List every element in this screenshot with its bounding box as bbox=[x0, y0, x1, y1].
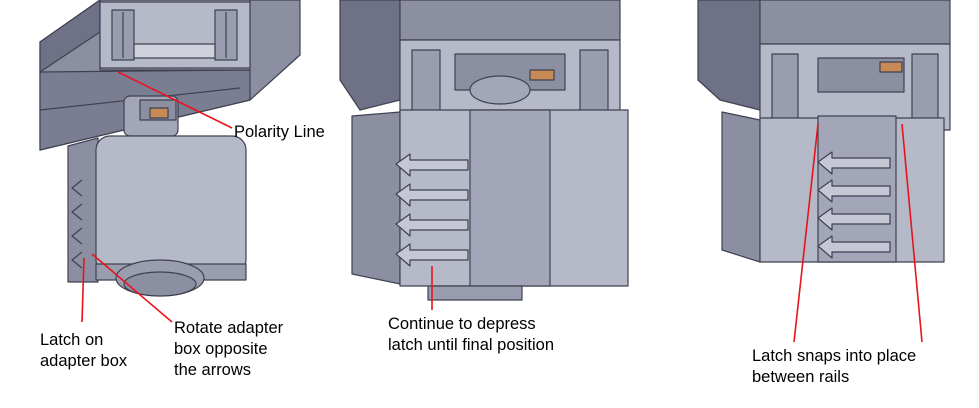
label-line: latch until final position bbox=[388, 336, 555, 354]
label-line: box opposite bbox=[174, 340, 268, 358]
label-rotate-adapter: Rotate adapter box opposite the arrows bbox=[174, 318, 283, 381]
label-latch-snaps: Latch snaps into place between rails bbox=[752, 346, 916, 388]
leader-rotate bbox=[91, 253, 173, 323]
track-rail-3 bbox=[697, 0, 951, 131]
track-rail-2 bbox=[339, 0, 621, 125]
panel-2-depress-latch bbox=[339, 0, 629, 301]
adapter-box-3 bbox=[721, 111, 945, 263]
adapter-stem-1 bbox=[123, 95, 179, 137]
label-line: Latch on bbox=[40, 331, 104, 349]
leader-snaps-left bbox=[793, 123, 819, 343]
label-line: between rails bbox=[752, 368, 850, 386]
panel-3-latch-snaps bbox=[697, 0, 951, 263]
adapter-box-1 bbox=[67, 135, 247, 297]
label-line: adapter box bbox=[40, 352, 128, 370]
label-line: the arrows bbox=[174, 361, 252, 379]
leader-polarity bbox=[117, 71, 233, 129]
track-rail-1 bbox=[39, 0, 301, 151]
label-polarity-line: Polarity Line bbox=[234, 122, 325, 143]
label-line: Polarity Line bbox=[234, 123, 325, 141]
label-line: Rotate adapter bbox=[174, 319, 284, 337]
label-line: Continue to depress bbox=[388, 315, 536, 333]
panel-1-rotate-adapter bbox=[39, 0, 301, 297]
leader-latch bbox=[81, 257, 85, 323]
label-continue-to-depress: Continue to depress latch until final po… bbox=[388, 314, 554, 356]
leader-snaps-right bbox=[901, 123, 923, 343]
label-latch-on-adapter-box: Latch on adapter box bbox=[40, 330, 127, 372]
adapter-box-2 bbox=[351, 109, 629, 301]
label-line: Latch snaps into place bbox=[752, 347, 917, 365]
leader-lines bbox=[81, 71, 923, 343]
